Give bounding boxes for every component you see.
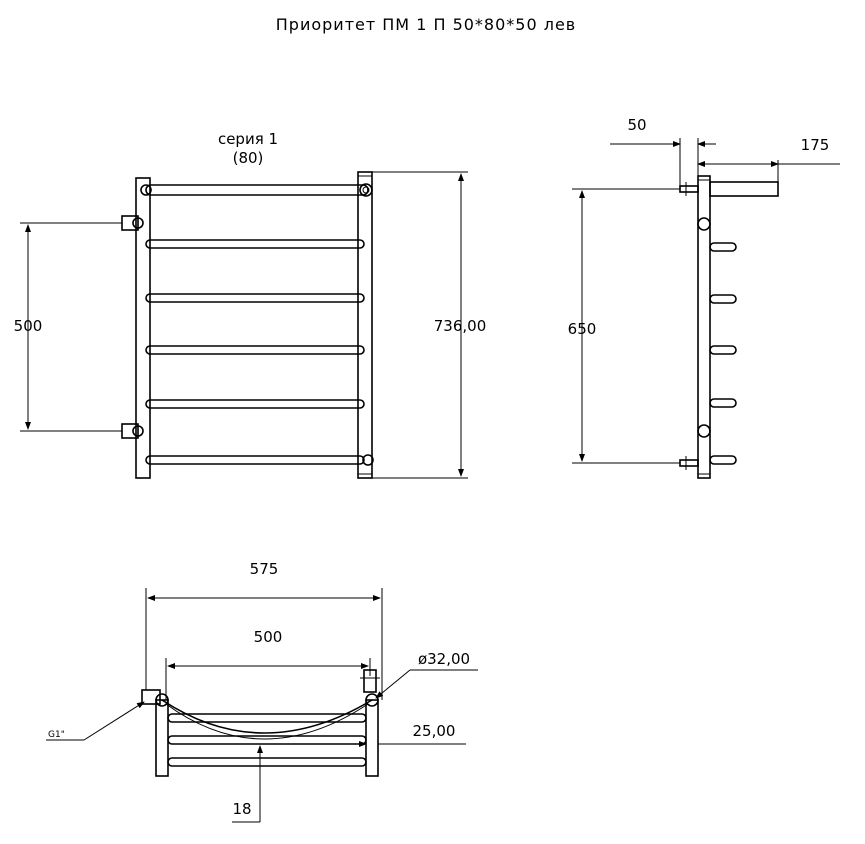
rung	[145, 239, 365, 249]
top-left-post	[155, 699, 169, 777]
series-code: (80)	[233, 149, 264, 167]
dim-50-label: 50	[627, 116, 646, 134]
lower-fitting	[121, 423, 144, 439]
top-rail	[145, 184, 369, 196]
dim-18-label: 18	[232, 800, 251, 818]
dim-25-label: 25,00	[413, 722, 456, 740]
side-top-rail	[709, 181, 779, 197]
dim-500-label: 500	[14, 317, 43, 335]
rung	[145, 399, 365, 409]
series-label: серия 1	[218, 130, 278, 148]
upper-fitting	[121, 215, 144, 231]
rung	[145, 455, 365, 465]
dim-650-label: 650	[568, 320, 597, 338]
side-view: 50 175 650	[568, 116, 840, 479]
thread-label: G1"	[48, 730, 65, 740]
right-post	[357, 171, 373, 479]
top-right-post	[365, 699, 379, 777]
rung	[145, 293, 365, 303]
front-view: серия 1 (80)	[14, 130, 487, 479]
rungs	[145, 239, 374, 466]
side-post	[697, 175, 711, 479]
dim-diameter-label: ø32,00	[418, 650, 470, 668]
rung	[145, 345, 365, 355]
dim-736-label: 736,00	[434, 317, 487, 335]
dim-500-top-label: 500	[254, 628, 283, 646]
dim-575-label: 575	[250, 560, 279, 578]
drawing-title: Приоритет ПМ 1 П 50*80*50 лев	[276, 15, 576, 34]
top-view: 575 500 ø32,00 25,00 18 G1"	[46, 560, 478, 823]
dim-175-label: 175	[801, 136, 830, 154]
left-post	[135, 177, 151, 479]
